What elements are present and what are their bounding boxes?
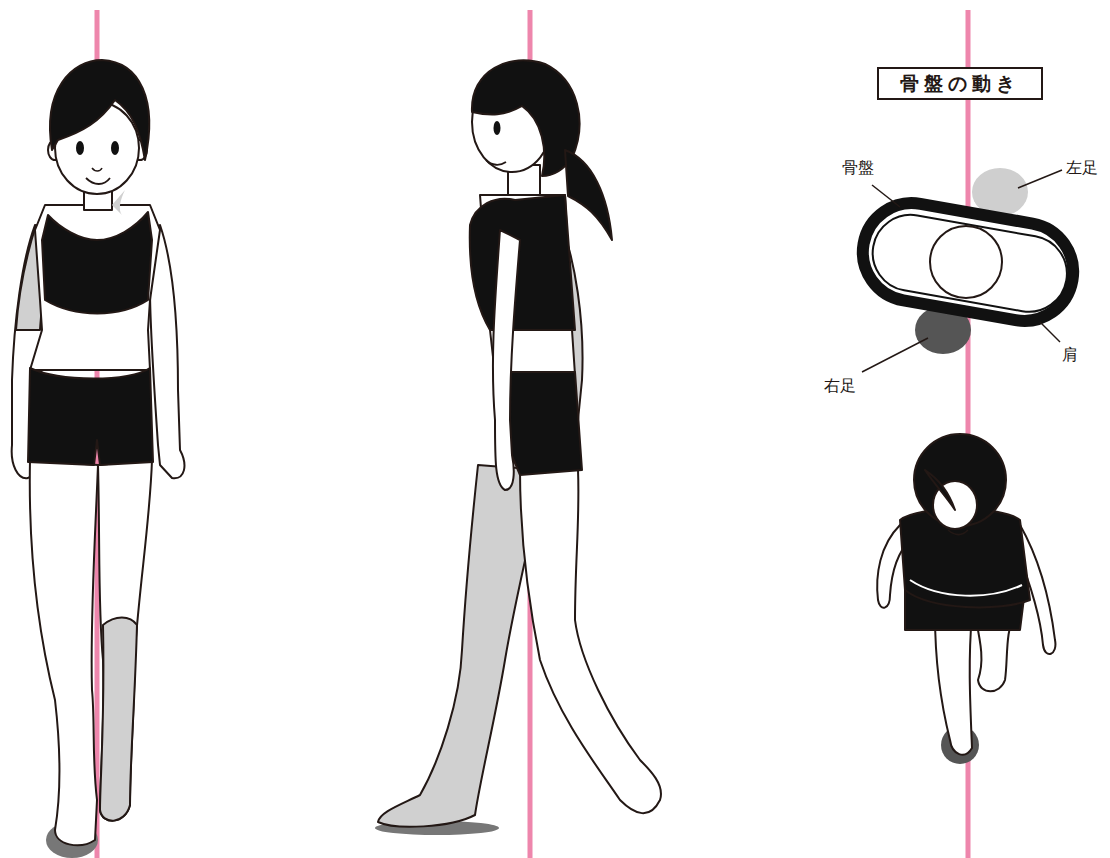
front-view-figure-part: [100, 618, 137, 821]
pelvis-diagram-part: [930, 226, 1002, 298]
front-view-figure-part: [50, 60, 149, 160]
top-view-figure-part: [910, 580, 1022, 596]
pelvis-diagram-part-part: [855, 195, 1081, 328]
top-view-figure-part: [925, 470, 955, 510]
top-view-figure-part: [948, 530, 968, 535]
front-view-figure-part: [30, 460, 98, 845]
side-view-figure-part: [378, 465, 545, 827]
side-view-figure-part: [565, 150, 612, 240]
pelvis-diagram: [855, 168, 1081, 354]
leader-line-part: [872, 185, 900, 207]
front-view-figure: [12, 60, 185, 858]
pelvis-diagram-part-part: [867, 209, 1073, 318]
side-view-figure-part: [520, 470, 661, 813]
leader-line-part: [1040, 322, 1060, 342]
side-view-figure: [375, 60, 661, 835]
front-view-figure-part: [28, 368, 153, 465]
top-view-figure: [877, 434, 1055, 764]
pelvis-diagram-part: [855, 195, 1081, 328]
front-view-figure-part: [111, 141, 119, 155]
front-view-figure-part: [92, 168, 102, 171]
center-line: [97, 10, 968, 858]
part-label: 左足: [1066, 158, 1098, 179]
top-view-figure-part: [935, 615, 972, 755]
front-view-figure-part: [98, 460, 152, 821]
front-view-figure-part: [76, 141, 84, 155]
leader-line-part: [1018, 170, 1062, 188]
front-view-figure-part: [30, 205, 160, 370]
part-label: 肩: [1062, 345, 1078, 366]
part-label: 右足: [824, 376, 856, 397]
side-view-figure-part: [493, 230, 520, 490]
front-view-figure-part: [42, 212, 152, 314]
heading-text: 骨盤の動き: [900, 71, 1020, 97]
leader-line-part: [862, 338, 928, 372]
leader-line: [862, 170, 1062, 372]
front-view-figure-part: [86, 178, 110, 184]
front-view-figure-part: [112, 190, 125, 215]
heading-box: 骨盤の動き: [877, 67, 1043, 100]
side-view-figure-part: [494, 121, 501, 135]
side-view-figure-part: [486, 160, 506, 165]
side-view-figure-part: [472, 60, 580, 176]
part-label: 骨盤: [842, 158, 874, 179]
side-view-figure-part: [470, 195, 575, 330]
